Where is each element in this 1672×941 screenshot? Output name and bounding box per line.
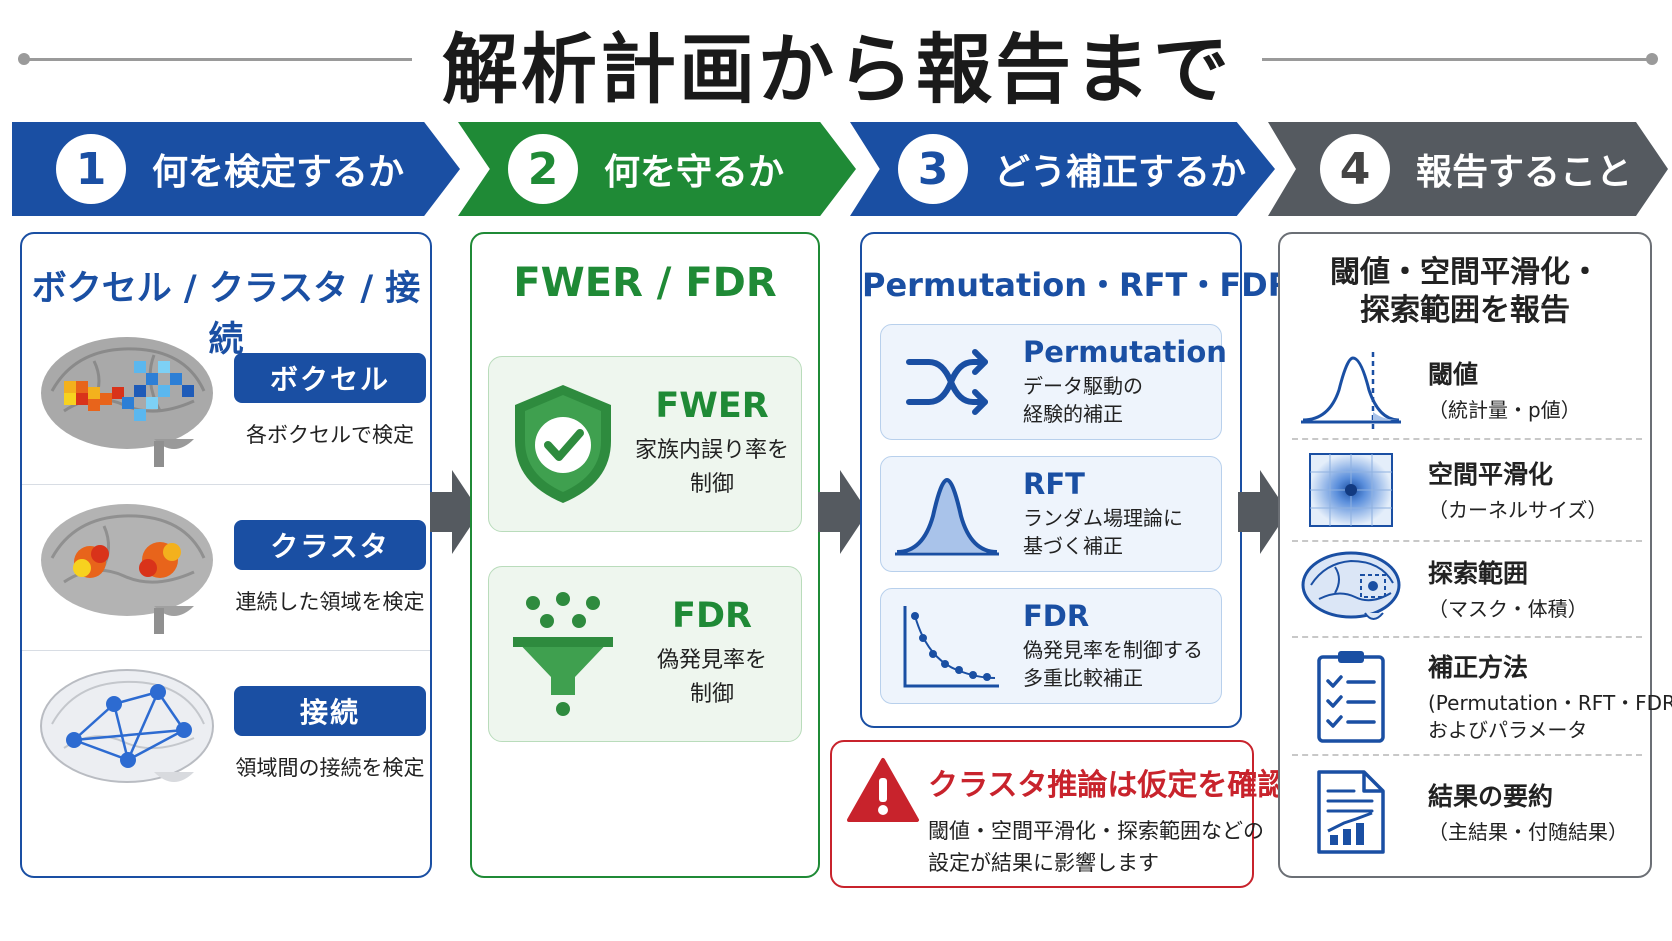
rft-desc-line2: 基づく補正 bbox=[1023, 534, 1123, 558]
warning-box: クラスタ推論は仮定を確認 閾値・空間平滑化・探索範囲などの 設定が結果に影響しま… bbox=[830, 740, 1287, 888]
step-4-label: 報告すること bbox=[1416, 152, 1633, 193]
panel-3-title: Permutation・RFT・FDR bbox=[862, 266, 1293, 304]
step-3-header: 3 どう補正するか bbox=[850, 122, 1275, 216]
panel-test-unit: ボクセル / クラスタ / 接続 bbox=[20, 232, 432, 878]
bell-curve-icon bbox=[895, 477, 999, 556]
arrow-right-icon bbox=[818, 470, 868, 554]
smoothing-title: 空間平滑化 bbox=[1428, 460, 1554, 490]
title-dot-right bbox=[1646, 53, 1658, 65]
card-rft: RFT ランダム場理論に 基づく補正 bbox=[880, 456, 1222, 572]
report-row-search-range: 探索範囲 （マスク・体積） bbox=[1292, 540, 1642, 636]
step-2-number: 2 bbox=[508, 134, 578, 204]
row-cluster: クラスタ 連続した領域を検定 bbox=[22, 484, 430, 650]
shield-check-icon bbox=[515, 385, 611, 503]
fdr-desc-line1: 偽発見率を bbox=[656, 647, 767, 673]
title-dot-left bbox=[18, 53, 30, 65]
cluster-desc: 連続した領域を検定 bbox=[235, 589, 425, 614]
panel-2-title: FWER / FDR bbox=[513, 260, 777, 306]
cluster-pill: クラスタ bbox=[234, 519, 426, 570]
step-1-number: 1 bbox=[56, 134, 126, 204]
decay-curve-icon bbox=[903, 606, 999, 688]
fwer-desc-line1: 家族内誤り率を bbox=[634, 437, 789, 463]
permutation-desc-line1: データ駆動の bbox=[1023, 374, 1143, 399]
card-fdr: FDR 偽発見率を 制御 bbox=[488, 566, 802, 742]
panel-4-title-line2: 探索範囲を報告 bbox=[1360, 293, 1570, 329]
correction-method-desc-line1: (Permutation・RFT・FDR) bbox=[1428, 690, 1672, 715]
page-title: 解析計画から報告まで bbox=[442, 25, 1232, 114]
fdr-title: FDR bbox=[672, 595, 752, 636]
step-3-label: どう補正するか bbox=[994, 152, 1247, 193]
brain-cluster-icon bbox=[41, 503, 213, 634]
report-row-smoothing: 空間平滑化 （カーネルサイズ） bbox=[1292, 438, 1642, 540]
arrow-right-icon bbox=[1238, 470, 1288, 554]
connection-pill: 接続 bbox=[234, 685, 426, 736]
panel-1-title: ボクセル / クラスタ / 接続 bbox=[31, 269, 421, 360]
panel-correction: Permutation・RFT・FDR Permutation データ駆動の 経… bbox=[860, 232, 1293, 728]
search-range-desc: （マスク・体積） bbox=[1428, 597, 1588, 622]
summary-desc: （主結果・付随結果） bbox=[1428, 820, 1628, 845]
step-1-label: 何を検定するか bbox=[152, 152, 405, 193]
title-bar: 解析計画から報告まで bbox=[0, 0, 1672, 116]
correction-method-title: 補正方法 bbox=[1428, 652, 1529, 682]
fdr-correction-desc-line2: 多重比較補正 bbox=[1023, 666, 1143, 690]
fdr-desc-line2: 制御 bbox=[689, 682, 734, 707]
panel-4-title-line1: 閾値・空間平滑化・ bbox=[1330, 255, 1600, 290]
smoothing-grid-icon bbox=[1309, 453, 1393, 527]
voxel-pill: ボクセル bbox=[234, 353, 426, 403]
connection-desc: 領域間の接続を検定 bbox=[235, 755, 425, 780]
card-fwer: FWER 家族内誤り率を 制御 bbox=[488, 356, 802, 532]
step-2-label: 何を守るか bbox=[604, 152, 785, 193]
row-connection: 接続 領域間の接続を検定 bbox=[22, 650, 430, 816]
panel-reporting: 閾値・空間平滑化・ 探索範囲を報告 閾値 （統計量・p値） bbox=[1278, 232, 1672, 878]
card-fdr-correction: FDR 偽発見率を制御する 多重比較補正 bbox=[880, 588, 1222, 704]
row-voxel: ボクセル 各ボクセルで検定 bbox=[22, 318, 430, 484]
report-row-correction-method: 補正方法 (Permutation・RFT・FDR) およびパラメータ bbox=[1292, 636, 1672, 754]
warning-title: クラスタ推論は仮定を確認 bbox=[928, 768, 1288, 803]
warning-desc-line1: 閾値・空間平滑化・探索範囲などの bbox=[928, 819, 1264, 843]
report-chart-icon bbox=[1317, 770, 1385, 854]
search-range-title: 探索範囲 bbox=[1428, 559, 1529, 589]
warning-desc-line2: 設定が結果に影響します bbox=[928, 850, 1159, 875]
panel-error-control: FWER / FDR FWER 家族内誤り率を 制御 F bbox=[470, 232, 820, 878]
title-rule-left bbox=[22, 58, 412, 61]
step-1-header: 1 何を検定するか bbox=[12, 122, 460, 216]
shuffle-icon bbox=[906, 349, 988, 415]
funnel-icon bbox=[513, 592, 613, 716]
permutation-desc-line2: 経験的補正 bbox=[1023, 402, 1123, 426]
smoothing-desc: （カーネルサイズ） bbox=[1428, 498, 1608, 523]
brain-voxel-icon bbox=[41, 337, 213, 467]
report-row-threshold: 閾値 （統計量・p値） bbox=[1292, 342, 1642, 438]
permutation-title: Permutation bbox=[1023, 335, 1227, 370]
step-3-number: 3 bbox=[898, 134, 968, 204]
fdr-correction-desc-line1: 偽発見率を制御する bbox=[1023, 638, 1203, 663]
correction-method-desc-line2: およびパラメータ bbox=[1428, 718, 1588, 742]
checklist-icon bbox=[1317, 651, 1385, 743]
fwer-desc-line2: 制御 bbox=[689, 472, 734, 497]
brain-mask-icon bbox=[1301, 551, 1401, 620]
rft-title: RFT bbox=[1023, 467, 1085, 502]
step-2-header: 2 何を守るか bbox=[458, 122, 856, 216]
step-4-header: 4 報告すること bbox=[1268, 122, 1668, 216]
rft-desc-line1: ランダム場理論に bbox=[1023, 506, 1183, 531]
threshold-desc: （統計量・p値） bbox=[1428, 398, 1581, 423]
step-4-number: 4 bbox=[1320, 134, 1390, 204]
arrow-right-icon bbox=[430, 470, 480, 554]
fdr-correction-title: FDR bbox=[1023, 599, 1090, 634]
report-row-summary: 結果の要約 （主結果・付随結果） bbox=[1292, 754, 1642, 868]
title-rule-right bbox=[1262, 58, 1652, 61]
threshold-title: 閾値 bbox=[1428, 360, 1479, 390]
fwer-title: FWER bbox=[655, 385, 769, 426]
warning-icon bbox=[847, 758, 919, 822]
brain-network-icon bbox=[40, 668, 214, 783]
card-permutation: Permutation データ駆動の 経験的補正 bbox=[880, 324, 1227, 440]
summary-title: 結果の要約 bbox=[1428, 782, 1554, 812]
threshold-curve-icon bbox=[1301, 352, 1401, 430]
voxel-desc: 各ボクセルで検定 bbox=[246, 423, 414, 447]
